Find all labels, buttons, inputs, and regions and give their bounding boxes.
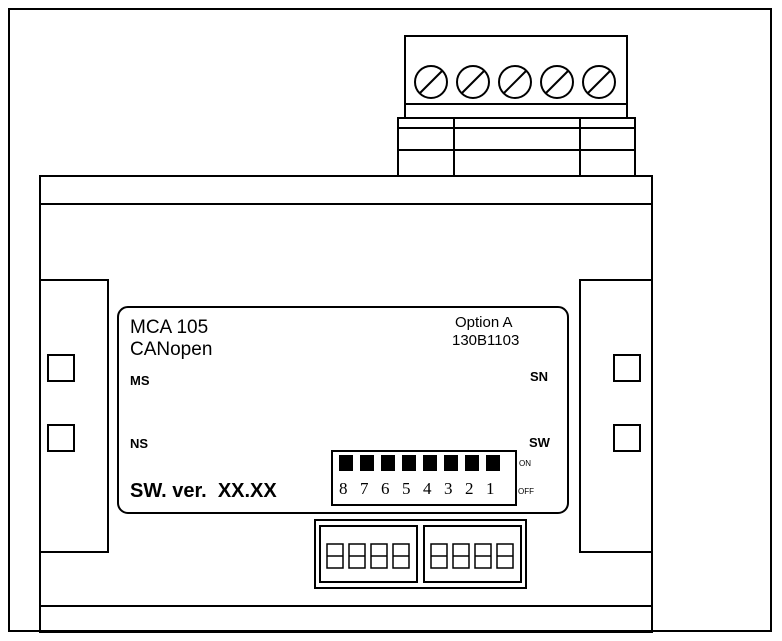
dip-number: 6 bbox=[381, 479, 390, 498]
dip-number: 7 bbox=[360, 479, 369, 498]
option-label: Option A bbox=[455, 314, 513, 331]
dip-number: 8 bbox=[339, 479, 348, 498]
right-rail bbox=[579, 279, 652, 553]
dip-off-label: OFF bbox=[518, 487, 534, 496]
terminal-screws bbox=[414, 65, 616, 99]
terminal-block bbox=[397, 35, 636, 177]
part-number: 130B1103 bbox=[452, 332, 520, 349]
left-rail bbox=[40, 279, 109, 553]
dip-number: 1 bbox=[486, 479, 495, 498]
led-ns-label: NS bbox=[130, 436, 149, 451]
module-housing bbox=[39, 175, 653, 633]
segment-digits bbox=[326, 543, 514, 569]
dip-number: 5 bbox=[402, 479, 411, 498]
address-block bbox=[314, 519, 527, 589]
sw-version: SW. ver. XX.XX bbox=[130, 480, 277, 502]
led-sw-label: SW bbox=[529, 435, 550, 450]
dip-on-label: ON bbox=[519, 459, 531, 468]
dip-number: 2 bbox=[465, 479, 474, 498]
led-ms-label: MS bbox=[130, 373, 150, 388]
dip-switch-actuators bbox=[339, 455, 500, 471]
label-panel bbox=[117, 306, 569, 514]
module-protocol: CANopen bbox=[130, 339, 213, 360]
dip-number: 3 bbox=[444, 479, 453, 498]
dip-number: 4 bbox=[423, 479, 432, 498]
module-name: MCA 105 bbox=[130, 317, 209, 338]
led-sn-label: SN bbox=[530, 369, 549, 384]
dip-switch-frame bbox=[331, 450, 517, 506]
